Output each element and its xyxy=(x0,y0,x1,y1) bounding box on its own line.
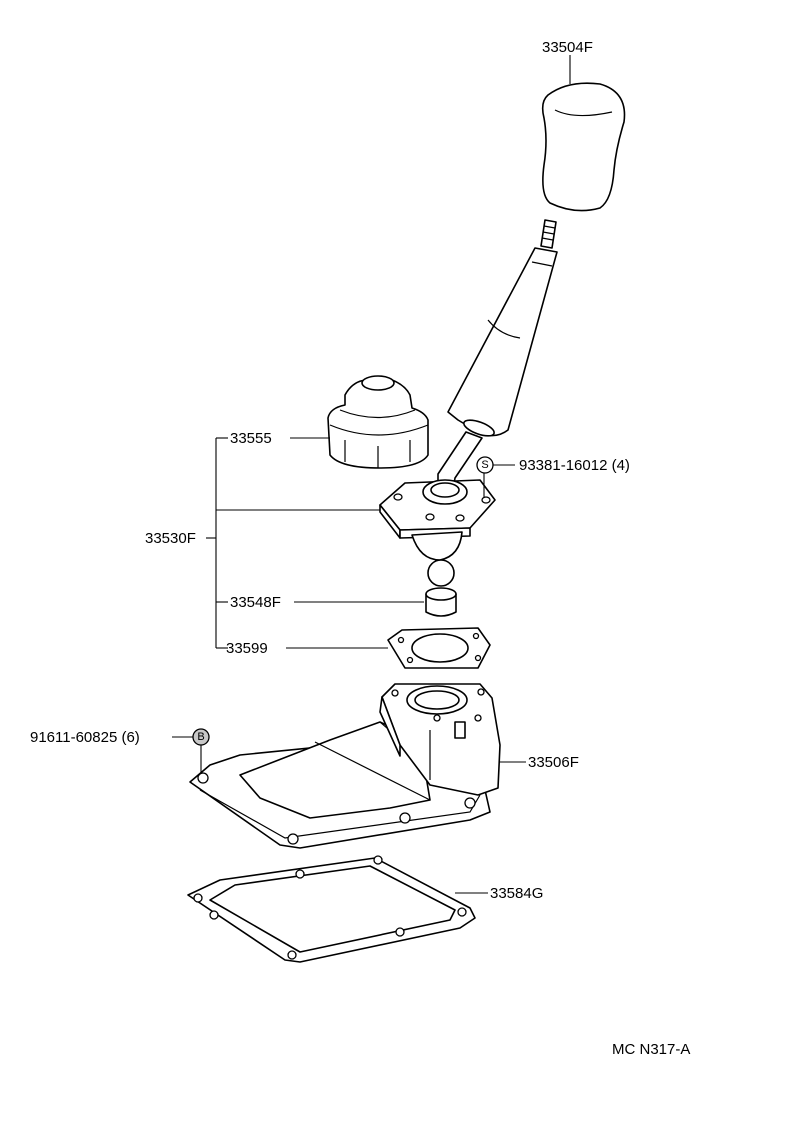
lever-seat-plate[interactable] xyxy=(379,479,496,587)
label-retainer: 33506F xyxy=(528,754,579,771)
diagram-code: MC N317-A xyxy=(612,1041,690,1058)
screw-badge-letter: S xyxy=(481,459,488,471)
bolt-badge: B xyxy=(192,728,210,746)
bushing[interactable] xyxy=(425,587,457,617)
retainer-gasket[interactable] xyxy=(387,627,491,669)
bolt-badge-letter: B xyxy=(197,731,204,743)
label-screw: 93381-16012 (4) xyxy=(519,457,630,474)
lever-boot[interactable] xyxy=(327,375,429,469)
shift-knob[interactable] xyxy=(541,55,626,212)
label-cover-gasket: 33584G xyxy=(490,885,543,902)
cover-gasket[interactable] xyxy=(187,855,476,963)
label-lever-assembly: 33530F xyxy=(145,530,196,547)
label-boot: 33555 xyxy=(230,430,272,447)
screw-badge: S xyxy=(476,456,494,474)
label-bolt: 91611-60825 (6) xyxy=(30,729,140,746)
label-retainer-gasket: 33599 xyxy=(226,640,268,657)
shift-lever-retainer[interactable] xyxy=(189,683,501,849)
label-knob: 33504F xyxy=(542,39,593,56)
leader-lines xyxy=(172,437,526,894)
shift-lever[interactable] xyxy=(437,219,558,496)
label-bushing: 33548F xyxy=(230,594,281,611)
